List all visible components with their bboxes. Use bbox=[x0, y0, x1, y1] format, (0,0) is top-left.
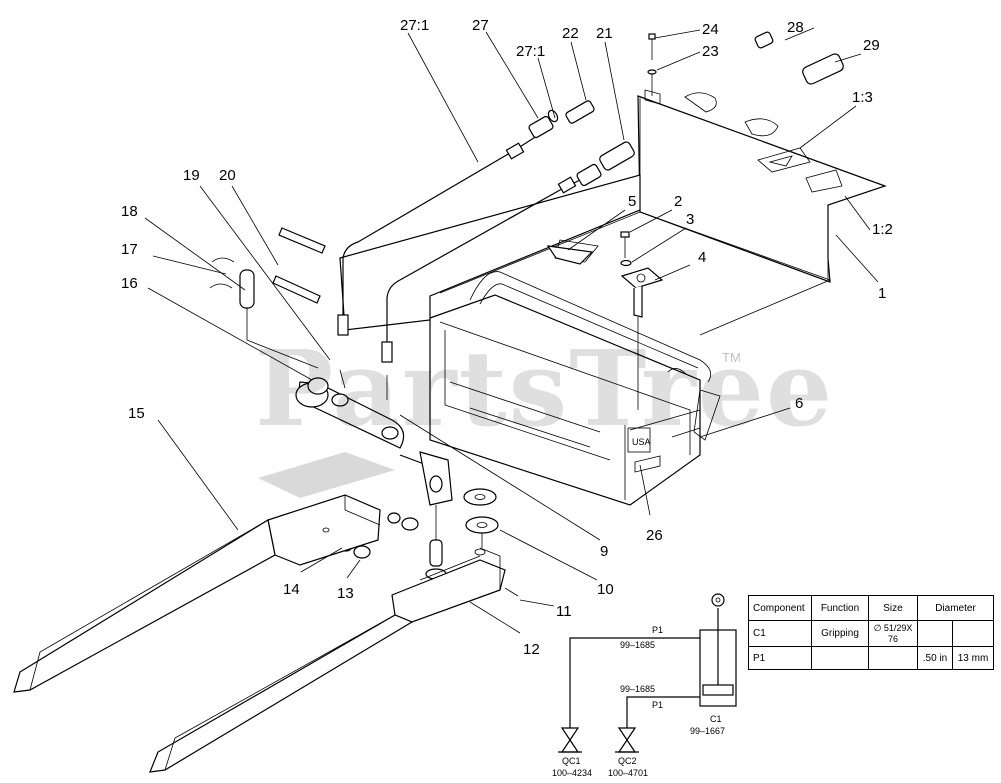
tine-left bbox=[13, 452, 395, 693]
watermark-trademark: TM bbox=[722, 350, 741, 365]
spec-table-header: Component Function Size Diameter bbox=[748, 595, 994, 621]
table-row: P1 .50 in 13 mm bbox=[748, 646, 994, 670]
callout-3: 3 bbox=[686, 211, 694, 228]
cell-empty bbox=[917, 620, 953, 647]
schematic-part-99-1685-bottom: 99–1685 bbox=[620, 684, 655, 694]
callout-28: 28 bbox=[787, 19, 804, 36]
cell-diameter-in: .50 in bbox=[917, 646, 953, 670]
header-component: Component bbox=[748, 595, 812, 621]
callout-27: 27 bbox=[472, 17, 489, 34]
callout-16: 16 bbox=[121, 275, 138, 292]
leader-lines bbox=[144, 27, 879, 634]
callout-24: 23 bbox=[702, 43, 719, 60]
callout-20: 20 bbox=[219, 167, 236, 184]
washers bbox=[463, 488, 499, 548]
callout-5: 5 bbox=[628, 193, 636, 210]
callout-6: 6 bbox=[795, 395, 803, 412]
callout-4: 4 bbox=[698, 249, 706, 266]
schematic-p1-bottom: P1 bbox=[652, 700, 663, 710]
callout-numbers: 27:1 27 27:1 22 21 24 23 28 29 1:3 1:2 1… bbox=[121, 17, 893, 658]
callout-27-1: 27:1 bbox=[516, 43, 545, 60]
cell-diameter-mm: 13 mm bbox=[952, 646, 994, 670]
header-size: Size bbox=[868, 595, 918, 621]
hydraulic-cylinder bbox=[295, 369, 453, 506]
bracket-post bbox=[620, 267, 664, 410]
header-function: Function bbox=[811, 595, 869, 621]
schematic-part-99-1685-top: 99–1685 bbox=[620, 640, 655, 650]
schematic-p1-top: P1 bbox=[652, 625, 663, 635]
tine-right bbox=[149, 547, 506, 773]
cell-empty bbox=[811, 646, 869, 670]
schematic-c1-label: C1 bbox=[710, 714, 722, 724]
quick-couplers bbox=[528, 31, 844, 187]
callout-2: 2 bbox=[674, 193, 682, 210]
callout-18: 18 bbox=[121, 203, 138, 220]
hydraulic-hoses bbox=[337, 133, 581, 363]
callout-11: 11 bbox=[556, 603, 572, 620]
callout-1-3: 1:3 bbox=[852, 89, 873, 106]
callout-23: 22 bbox=[562, 25, 579, 42]
callout-17: 17 bbox=[121, 241, 138, 258]
cell-empty bbox=[868, 646, 918, 670]
pin-and-clips bbox=[209, 257, 319, 369]
cell-empty bbox=[952, 620, 994, 647]
watermark-logo: PartsTree bbox=[255, 327, 834, 450]
cell-component-c1: C1 bbox=[748, 620, 812, 647]
spec-table: Component Function Size Diameter C1 Grip… bbox=[748, 595, 994, 670]
hydraulic-schematic: P1 99–1685 99–1685 P1 C1 99–1667 QC1 100… bbox=[552, 593, 737, 778]
callout-25: 24 bbox=[702, 21, 719, 38]
schematic-c1-part: 99–1667 bbox=[690, 726, 725, 736]
long-bolts bbox=[272, 227, 326, 304]
callout-22: 21 bbox=[596, 25, 613, 42]
callout-29: 29 bbox=[863, 37, 880, 54]
cell-function-gripping: Gripping bbox=[811, 620, 869, 647]
callout-13: 13 bbox=[337, 585, 354, 602]
table-row: C1 Gripping ∅ 51/29X 76 bbox=[748, 620, 994, 647]
schematic-qc1-part: 100–4234 bbox=[552, 768, 592, 778]
callout-9: 9 bbox=[600, 543, 608, 560]
callout-26: 26 bbox=[646, 527, 663, 544]
callout-10: 10 bbox=[597, 581, 614, 598]
cell-component-p1: P1 bbox=[748, 646, 812, 670]
main-box bbox=[429, 271, 721, 506]
callout-12: 12 bbox=[523, 641, 540, 658]
callout-1: 1 bbox=[878, 285, 886, 302]
schematic-qc2-part: 100–4701 bbox=[608, 768, 648, 778]
cover-plate bbox=[637, 89, 887, 283]
qc2-symbol bbox=[615, 720, 639, 753]
callout-15: 15 bbox=[128, 405, 145, 422]
callout-21: 27:1 bbox=[400, 17, 429, 34]
bolt-washer-small bbox=[620, 231, 632, 267]
schematic-qc2-label: QC2 bbox=[618, 756, 637, 766]
tab-plate bbox=[546, 245, 594, 265]
callout-19: 19 bbox=[183, 167, 200, 184]
cell-size: ∅ 51/29X 76 bbox=[868, 620, 918, 647]
header-diameter: Diameter bbox=[917, 595, 994, 621]
schematic-qc1-label: QC1 bbox=[562, 756, 581, 766]
callout-14: 14 bbox=[283, 581, 300, 598]
qc1-symbol bbox=[558, 720, 582, 753]
callout-1-2: 1:2 bbox=[872, 221, 893, 238]
decal-usa: USA bbox=[632, 437, 651, 447]
